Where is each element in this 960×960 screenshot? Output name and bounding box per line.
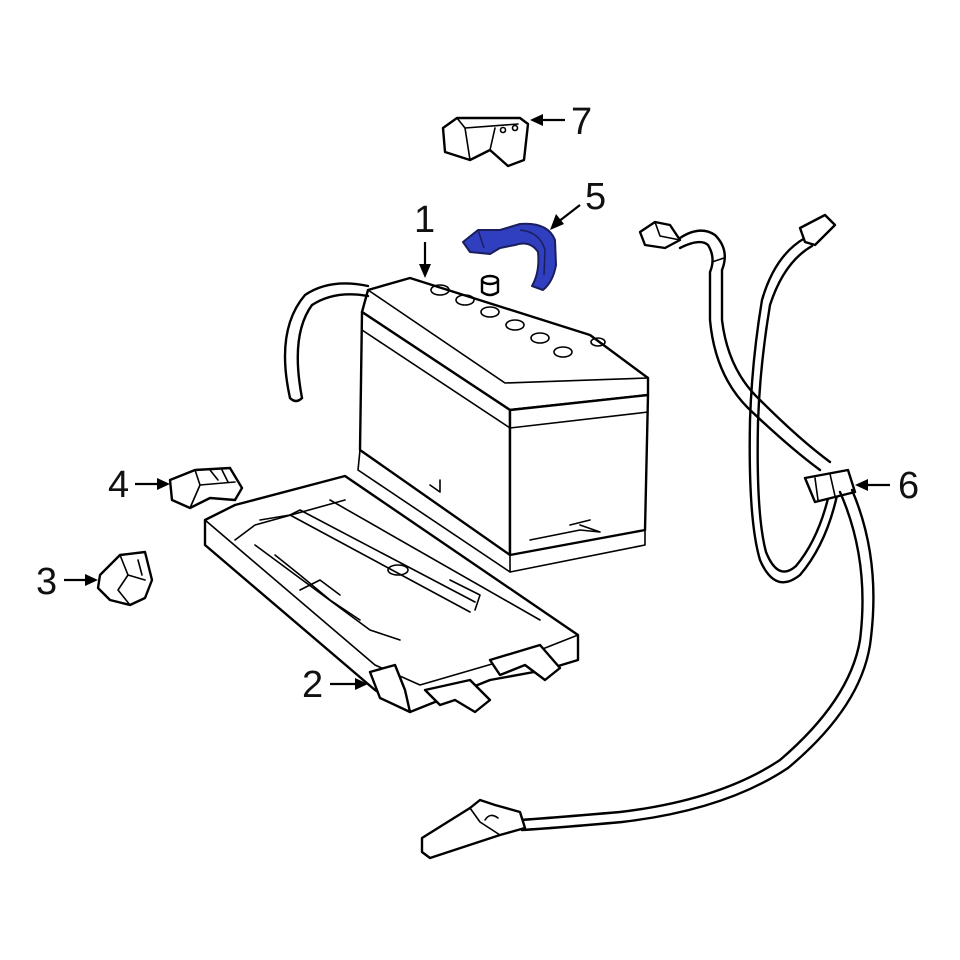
callout-2: 2 [302, 664, 368, 706]
callout-label-7: 7 [571, 101, 592, 143]
hold-down-bracket-icon [168, 466, 244, 510]
callout-5: 5 [550, 176, 606, 230]
battery-icon [357, 274, 650, 573]
positive-cable-icon [462, 222, 557, 291]
left-cable-icon [283, 282, 370, 403]
callout-label-3: 3 [36, 561, 57, 603]
battery-tray-icon [203, 474, 580, 714]
callout-label-5: 5 [585, 176, 606, 218]
negative-cable-icon [420, 213, 875, 860]
callout-label-4: 4 [108, 464, 129, 506]
callout-label-2: 2 [302, 664, 323, 706]
hold-down-clamp-icon [96, 550, 154, 607]
callout-7: 7 [530, 101, 592, 143]
callout-label-6: 6 [898, 465, 919, 507]
callout-4: 4 [108, 464, 170, 506]
callout-1: 1 [414, 199, 435, 278]
callout-6: 6 [855, 465, 919, 507]
callout-label-1: 1 [414, 199, 435, 241]
terminal-cover-icon [441, 116, 530, 168]
callout-3: 3 [36, 561, 98, 603]
